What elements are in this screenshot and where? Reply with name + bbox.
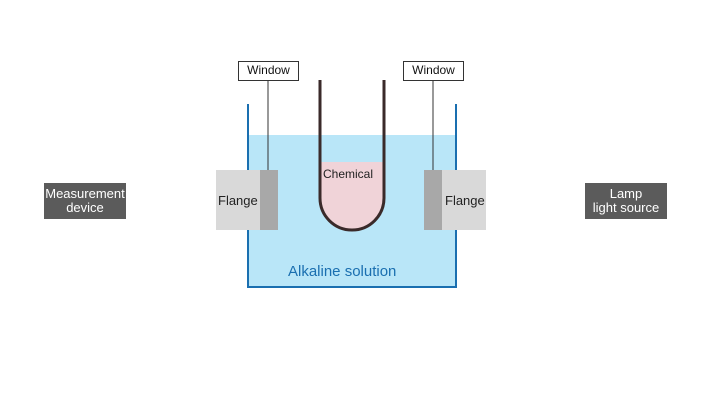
lamp-light-source-box: Lamp light source: [585, 183, 667, 219]
flange-right-body: [442, 170, 486, 230]
window-right-label: Window: [403, 61, 464, 81]
window-right-plate: [424, 170, 442, 230]
window-left-label: Window: [238, 61, 299, 81]
flange-left-label: Flange: [218, 193, 258, 208]
window-left-plate: [260, 170, 278, 230]
flange-right-label: Flange: [445, 193, 485, 208]
chemical-fill: [320, 162, 384, 230]
alkaline-solution-label: Alkaline solution: [288, 263, 397, 280]
flange-left-body: [216, 170, 260, 230]
chemical-label: Chemical: [323, 167, 374, 181]
test-tube: [318, 80, 386, 232]
measurement-device-box: Measurement device: [44, 183, 126, 219]
